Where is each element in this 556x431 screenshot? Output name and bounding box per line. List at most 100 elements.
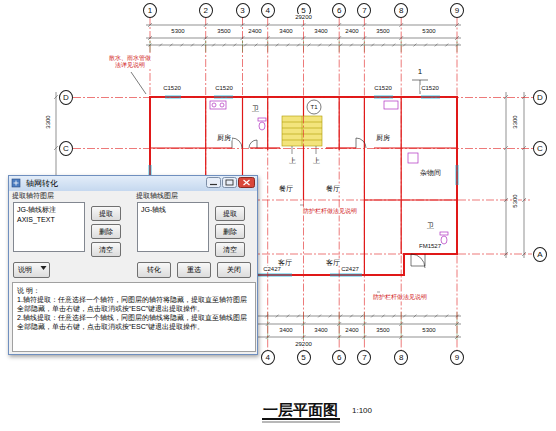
axis-bubble: 4 xyxy=(261,3,275,18)
axis-number: 6 xyxy=(337,353,341,362)
fine-dimension-ticks xyxy=(148,36,152,40)
axis-bubble: D xyxy=(59,90,73,105)
door xyxy=(232,138,242,148)
fine-dimension-ticks xyxy=(339,44,342,47)
control-text: JG-轴线 xyxy=(141,205,205,215)
dropdown-arrow xyxy=(40,265,47,271)
dimension-text: 3400 xyxy=(278,28,293,34)
axis-number: D xyxy=(63,93,69,102)
room-name: 客厅 xyxy=(325,259,341,266)
dropdown-button: 说明 xyxy=(13,262,50,278)
control-text: 1.轴符提取：任意选择一个轴符，同图层的轴符将隐藏，提取直至轴符图层全部隐藏，单… xyxy=(17,295,251,313)
control-text: 2.轴线提取：任意选择一个轴线，同图层的轴线将隐藏，提取直至轴线图层全部隐藏，单… xyxy=(17,313,251,331)
stair xyxy=(282,116,322,146)
title-underline xyxy=(262,422,340,423)
axis-line xyxy=(303,18,304,351)
fine-dimension-ticks xyxy=(297,315,300,318)
window-buttons xyxy=(223,178,237,188)
opening-code: C1520 xyxy=(373,85,393,91)
door xyxy=(249,140,257,148)
fine-dimension-ticks xyxy=(435,315,438,318)
fine-dimension-ticks xyxy=(318,44,321,47)
control-text: 重选 xyxy=(187,265,201,275)
stair xyxy=(282,116,322,146)
room-name: 杂物间 xyxy=(419,169,442,176)
axis-number: 9 xyxy=(455,353,459,362)
window xyxy=(252,274,362,276)
fixture xyxy=(408,153,418,163)
fine-dimension-ticks xyxy=(204,23,208,27)
layer-listbox: JG-轴线标注AXIS_TEXT xyxy=(13,202,85,252)
dimension-text: 3500 xyxy=(216,28,231,34)
control-text: 清空 xyxy=(99,245,113,255)
fine-dimension-ticks xyxy=(504,252,508,256)
railing xyxy=(300,205,380,292)
fine-dimension-ticks xyxy=(382,44,385,47)
axis-number: C xyxy=(63,144,69,153)
fine-dimension-ticks xyxy=(350,315,353,318)
fixture xyxy=(210,101,226,109)
axis-bubble: 7 xyxy=(357,3,371,18)
fine-dimension-ticks xyxy=(414,44,417,47)
railing xyxy=(300,205,380,292)
axis-line xyxy=(73,148,533,149)
axis-bubble: 5 xyxy=(297,350,311,365)
stair xyxy=(302,116,303,146)
group-heading: 提取轴符图层 xyxy=(11,192,55,199)
axis-bubble: 8 xyxy=(394,3,408,18)
fine-dimension-ticks xyxy=(149,44,152,47)
control-text: 删除 xyxy=(99,227,113,237)
push-button: 提取 xyxy=(215,206,245,221)
window-buttons xyxy=(206,177,256,189)
opening-code: T1 xyxy=(309,104,318,110)
axis-line xyxy=(267,18,268,351)
opening-code: C1520 xyxy=(214,85,234,91)
dimension-text: 5300 xyxy=(512,193,518,208)
window-buttons xyxy=(207,178,221,188)
dimension-text: 2400 xyxy=(344,28,359,34)
note-text: 防护栏杆做法见说明 xyxy=(372,294,428,301)
fine-dimension-ticks xyxy=(522,146,526,150)
layer-listbox: JG-轴线 xyxy=(137,202,209,252)
fine-dimension-ticks xyxy=(361,44,364,47)
opening-code: C1520 xyxy=(162,85,182,91)
dimension-text: 3500 xyxy=(375,28,390,34)
axis-bubble: 3 xyxy=(236,3,250,18)
room-name: 客厅 xyxy=(277,259,293,266)
fine-dimension-ticks xyxy=(424,44,427,47)
fine-dimension-ticks xyxy=(504,95,508,99)
opening-code: C2427 xyxy=(262,266,282,272)
axis-bubble: 6 xyxy=(332,3,346,18)
title-underline xyxy=(262,419,340,422)
push-button: 关闭 xyxy=(217,262,251,278)
callout-circle xyxy=(131,72,146,94)
fine-dimension-ticks xyxy=(255,44,258,47)
axis-bubble: 1 xyxy=(143,3,157,18)
control-text: AXIS_TEXT xyxy=(17,215,81,225)
fine-dimension-ticks xyxy=(244,44,247,47)
axis-number: D xyxy=(537,93,543,102)
fine-dimension-ticks xyxy=(435,44,438,47)
axis-number: A xyxy=(537,250,542,259)
control-text: 转化 xyxy=(147,265,161,275)
window-buttons xyxy=(226,180,233,185)
window-buttons xyxy=(239,178,255,188)
control-text: 提取 xyxy=(99,209,113,219)
fine-dimension-ticks xyxy=(350,44,353,47)
axis-number: 4 xyxy=(265,6,269,15)
control-text: 提取 xyxy=(223,209,237,219)
fine-dimension-ticks xyxy=(212,44,215,47)
fine-dimension-ticks xyxy=(456,44,459,47)
fine-dimension-ticks xyxy=(382,315,385,318)
fine-dimension-ticks xyxy=(204,36,208,40)
fine-dimension-ticks xyxy=(424,315,427,318)
room-name: 卫 xyxy=(426,222,435,229)
fine-dimension-ticks xyxy=(392,44,395,47)
axis-number: 3 xyxy=(240,6,244,15)
axis-line xyxy=(364,18,365,351)
axis-number: 8 xyxy=(399,6,403,15)
push-button: 删除 xyxy=(91,224,121,239)
fine-dimension-ticks xyxy=(159,44,162,47)
help-textbox: 说 明：1.轴符提取：任意选择一个轴符，同图层的轴符将隐藏，提取直至轴符图层全部… xyxy=(12,282,256,352)
door xyxy=(232,138,425,268)
